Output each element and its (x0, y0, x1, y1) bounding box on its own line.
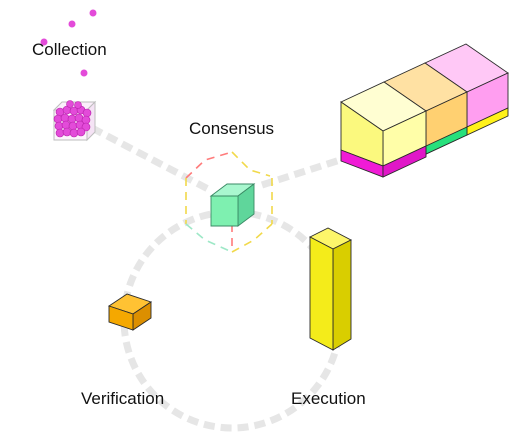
execution-label: Execution (291, 389, 366, 408)
particle-cluster-cube-icon (52, 100, 97, 142)
path-consensus-to-blockchain (260, 156, 342, 189)
collection-loose-particles (40, 9, 97, 77)
particle-4 (80, 69, 88, 77)
particle-2 (89, 9, 97, 17)
consensus-label: Consensus (189, 119, 275, 138)
collection-label: Collection (32, 40, 107, 59)
verification-label: Verification (81, 389, 165, 408)
tall-pillar-icon (309, 227, 352, 351)
flat-block-icon (107, 293, 153, 331)
wireframe-cube-icon (185, 151, 273, 253)
flow-paths (90, 124, 344, 432)
particle-1 (68, 20, 76, 28)
particle-3 (40, 38, 48, 46)
path-collection-to-consensus (90, 124, 212, 194)
block-chain-icon (340, 43, 509, 178)
